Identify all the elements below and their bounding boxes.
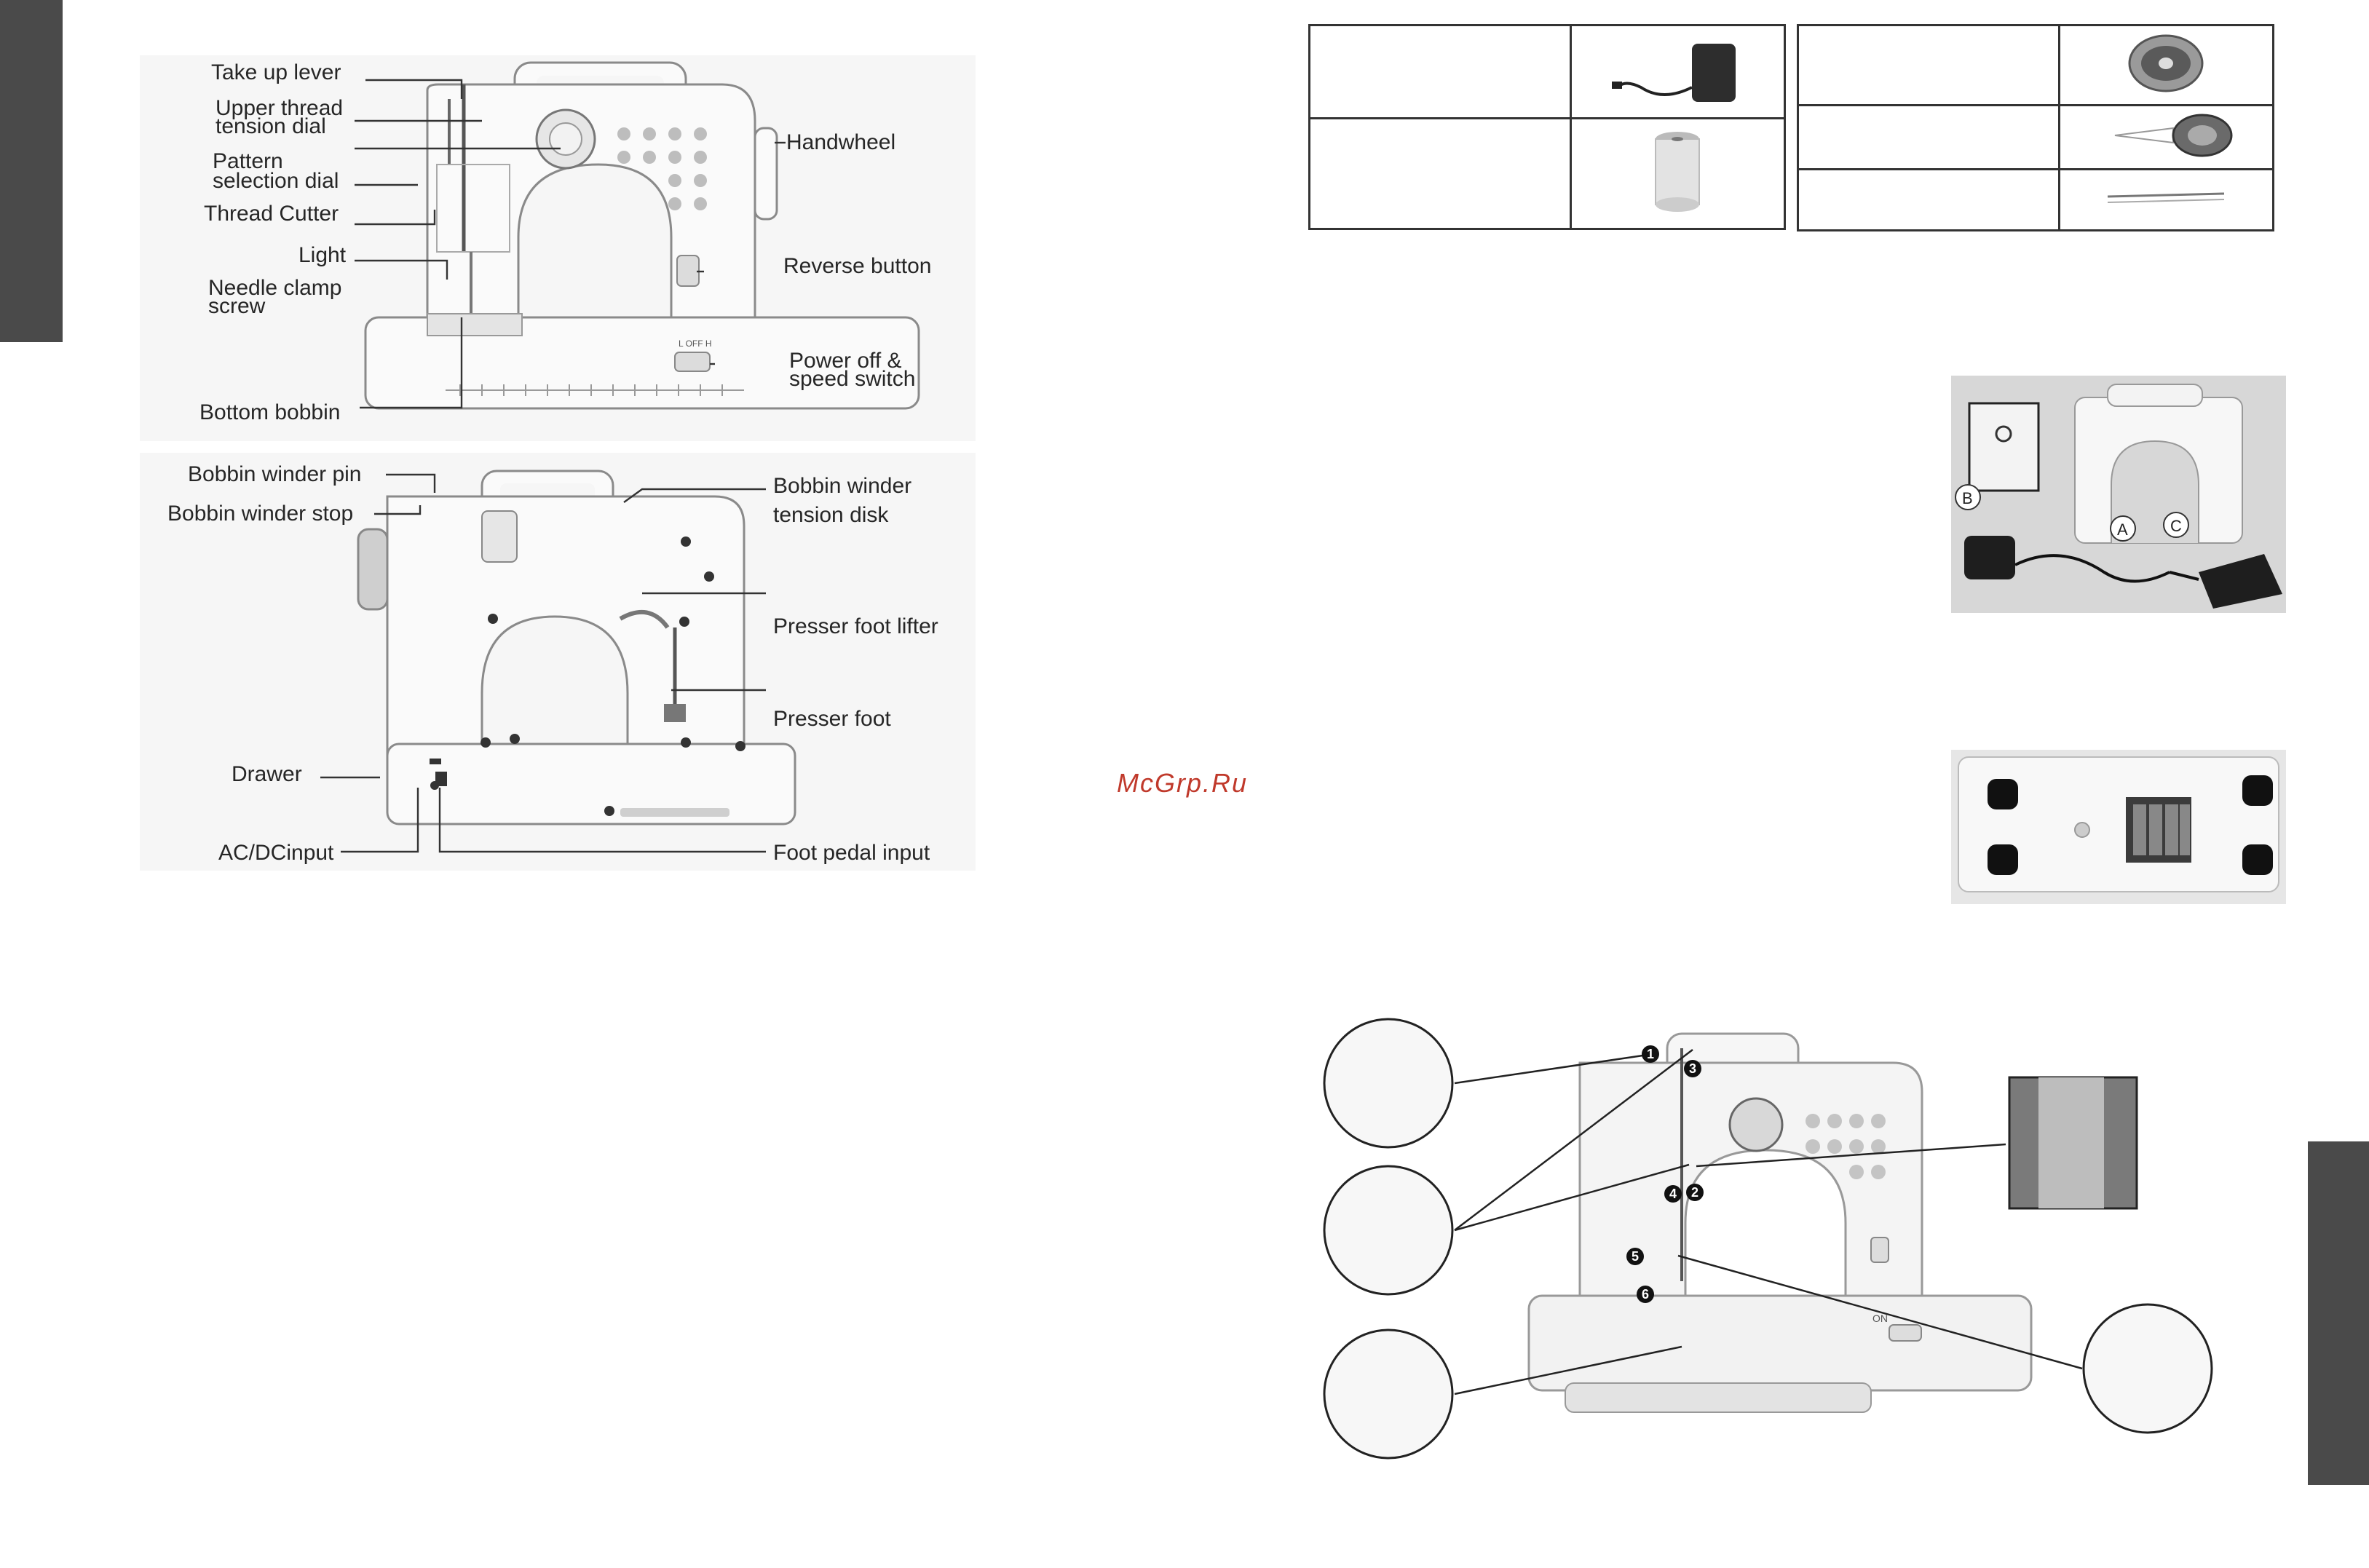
switch-marking: L OFF H [679,338,712,349]
step-5: 5 [1632,1249,1639,1264]
acc-cell-empty-4 [1797,104,2060,170]
needle-threader-icon [2115,114,2233,157]
label-upper-thread-1: Upper thread [215,96,344,120]
power-connection-photo: B A C [1951,376,2286,613]
battery-compartment-photo [1951,750,2286,904]
label-tension-disk-2: tension disk [773,503,889,527]
watermark: McGrp.Ru [1117,768,1249,798]
label-presser-foot: Presser foot [773,707,891,731]
threading-drawing: ON 1 2 3 4 5 6 [1323,1018,2213,1460]
power-adapter-icon [1612,44,1736,102]
label-needle-clamp-1: Needle clamp [208,276,342,300]
callout-c: C [2170,517,2182,535]
label-power-1: Power off & [789,349,902,373]
right-side-tab [2308,1141,2369,1485]
label-drawer: Drawer [232,762,302,786]
bobbin-icon [2128,34,2204,92]
acc-cell-threader [2057,104,2275,170]
label-bottom-bobbin: Bottom bobbin [199,400,341,424]
step-6: 6 [1642,1287,1649,1302]
label-thread-cutter: Thread Cutter [204,202,339,226]
accessories-table-left [1308,24,1787,230]
step-1: 1 [1647,1047,1654,1061]
left-side-tab [0,0,63,342]
acc-cell-empty [1308,24,1572,119]
step-4: 4 [1669,1187,1677,1201]
acc-cell-needles [2057,168,2275,231]
label-reverse-button: Reverse button [783,254,932,278]
label-needle-clamp-2: screw [208,294,266,318]
acc-cell-empty-5 [1797,168,2060,231]
label-presser-foot-lifter: Presser foot lifter [773,614,938,638]
back-machine-figure [140,453,976,871]
step-3: 3 [1689,1061,1696,1076]
label-handwheel: Handwheel [786,130,896,154]
needles-icon [2108,192,2225,203]
callout-b: B [1962,489,1973,507]
front-machine-figure: L OFF H [140,55,976,441]
power-connection-drawing: B A C [1951,376,2286,613]
label-light: Light [298,243,347,267]
thread-spool-icon [1655,132,1701,212]
label-upper-thread-2: tension dial [215,114,326,138]
label-power-2: speed switch [789,367,916,391]
label-foot-pedal-input: Foot pedal input [773,841,930,865]
threading-switch-marking: ON [1872,1312,1888,1324]
label-bobbin-winder-pin: Bobbin winder pin [188,462,362,486]
label-ac-dc-input: AC/DCinput [218,841,334,865]
threading-diagram: ON 1 2 3 4 5 6 [1310,1005,2257,1470]
front-machine-drawing: L OFF H [355,61,920,410]
acc-cell-empty-2 [1308,117,1572,230]
label-bobbin-winder-stop: Bobbin winder stop [167,502,354,526]
label-pattern-2: selection dial [213,169,339,193]
label-take-up-lever: Take up lever [211,60,341,84]
label-tension-disk-1: Bobbin winder [773,474,912,498]
acc-cell-thread [1569,117,1787,230]
acc-cell-empty-3 [1797,24,2060,106]
step-2: 2 [1691,1185,1698,1200]
accessories-table-right [1797,24,2275,231]
acc-cell-bobbin [2057,24,2275,106]
battery-compartment-drawing [1951,750,2286,904]
acc-cell-adapter [1569,24,1787,119]
label-pattern-1: Pattern [213,149,283,173]
back-machine-drawing [320,470,796,853]
callout-a: A [2117,520,2128,539]
